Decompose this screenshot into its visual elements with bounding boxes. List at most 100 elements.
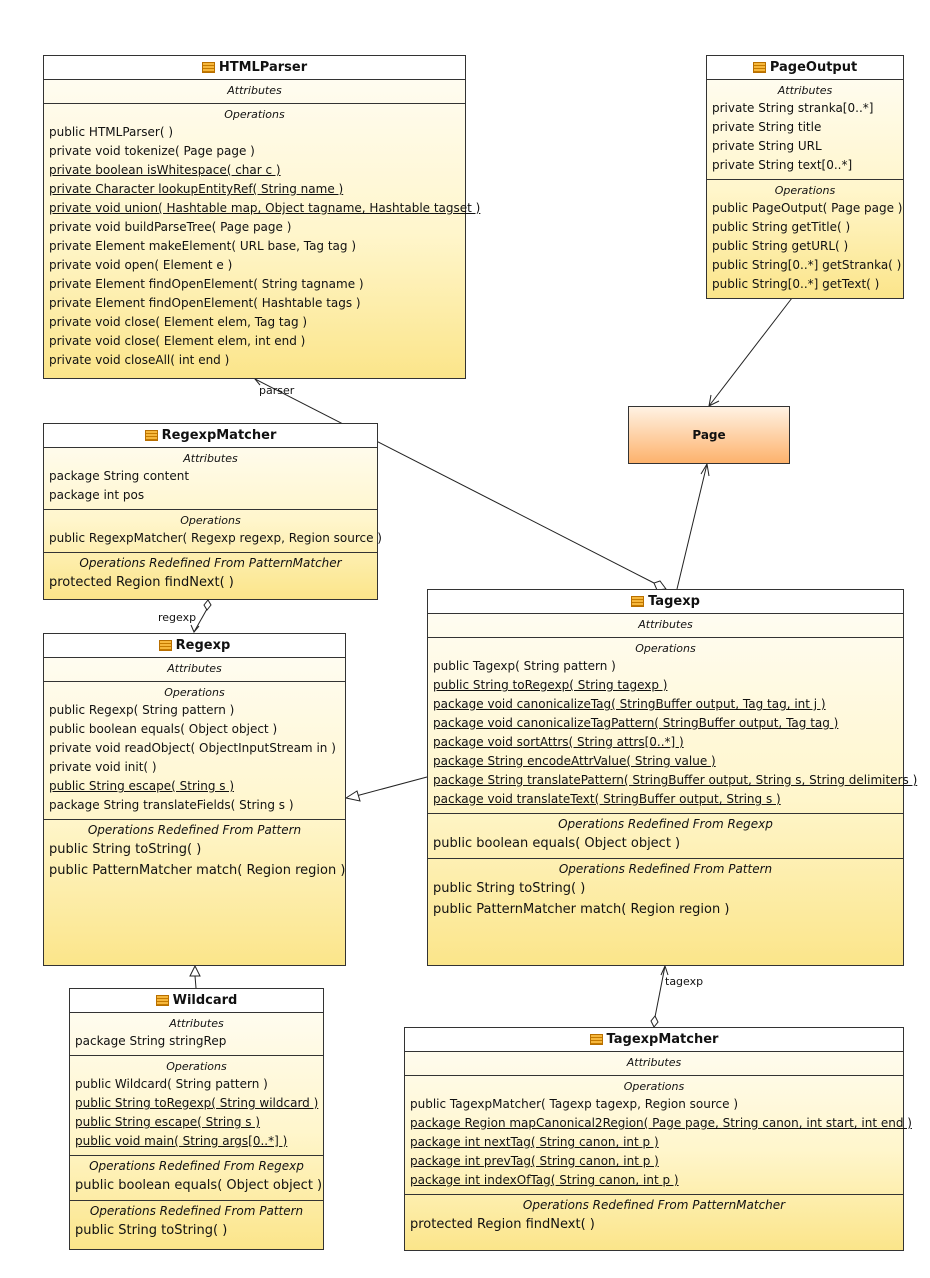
wildcard-regexp-generalization [194, 975, 197, 989]
operation: private void init( ) [49, 760, 157, 774]
section-title: Operations Redefined From PatternMatcher [79, 556, 342, 570]
operation: package void canonicalizeTag( StringBuff… [433, 697, 826, 711]
attribute: package int pos [49, 488, 145, 502]
section-title: Operations [164, 686, 225, 699]
operations-section: Operations public RegexpMatcher( Regexp … [44, 510, 382, 553]
class-pageoutput[interactable]: PageOutput Attributes private String str… [706, 55, 904, 299]
class-name: Wildcard [172, 993, 238, 1008]
class-icon [144, 430, 158, 441]
redefined-from-pattern-section: Operations Redefined From Pattern public… [428, 859, 903, 924]
operation: package String encodeAttrValue( String v… [433, 754, 716, 768]
operation: private void tokenize( Page page ) [49, 144, 255, 158]
class-name: RegexpMatcher [161, 428, 277, 443]
operation: private void buildParseTree( Page page ) [49, 220, 292, 234]
class-icon [631, 596, 645, 607]
operations-section: Operations public TagexpMatcher( Tagexp … [405, 1076, 912, 1195]
operation: public boolean equals( Object object ) [433, 836, 681, 851]
class-name: PageOutput [769, 60, 858, 75]
section-title: Attributes [626, 1056, 682, 1069]
operation: public PageOutput( Page page ) [712, 201, 903, 215]
section-title: Operations Redefined From Pattern [89, 1204, 304, 1218]
attributes-section: Attributes private String stranka[0..*] … [707, 80, 903, 180]
class-page[interactable]: Page [628, 406, 790, 464]
class-header: Tagexp [428, 590, 903, 614]
operation: private void closeAll( int end ) [49, 353, 230, 367]
operation: public boolean equals( Object object ) [49, 722, 278, 736]
class-header: TagexpMatcher [405, 1028, 903, 1052]
operation: protected Region findNext( ) [410, 1217, 595, 1232]
class-htmlparser[interactable]: HTMLParser Attributes Operations public … [43, 55, 481, 379]
redefined-operations-section: Operations Redefined From Pattern public… [44, 820, 345, 885]
class-icon [201, 62, 215, 73]
section-title: Attributes [169, 1017, 224, 1030]
regexpmatcher-regexp-aggregation [193, 608, 208, 633]
attributes-section: Attributes [44, 80, 465, 104]
operation: public String toString( ) [75, 1223, 228, 1238]
attribute: private String URL [712, 139, 822, 153]
operations-section: Operations public Wildcard( String patte… [70, 1056, 323, 1156]
attribute: package String content [49, 469, 190, 483]
class-name: Page [692, 428, 726, 442]
section-title: Operations Redefined From Pattern [558, 862, 773, 876]
tagexpmatcher-tagexp-aggregation [654, 965, 666, 1018]
operation: public Wildcard( String pattern ) [75, 1077, 268, 1091]
operation: private boolean isWhitespace( char c ) [49, 163, 281, 177]
operation: public String[0..*] getText( ) [712, 277, 880, 291]
class-header: RegexpMatcher [44, 424, 377, 448]
attributes-section: Attributes [44, 658, 345, 682]
section-title: Operations [623, 1080, 685, 1093]
section-title: Attributes [638, 618, 693, 631]
operation: public String toRegexp( String wildcard … [75, 1096, 319, 1110]
operation: private void readObject( ObjectInputStre… [49, 741, 336, 755]
section-title: Operations Redefined From Regexp [558, 817, 773, 831]
operation: public String escape( String s ) [75, 1115, 261, 1129]
class-header: Wildcard [70, 989, 323, 1013]
operation: private void union( Hashtable map, Objec… [49, 201, 481, 215]
section-title: Operations [166, 1060, 227, 1073]
operation: package String translateFields( String s… [49, 798, 294, 812]
section-title: Attributes [183, 452, 238, 465]
pageoutput-page-association [708, 297, 793, 407]
operation: package int indexOfTag( String canon, in… [410, 1173, 679, 1187]
redefined-from-regexp-section: Operations Redefined From Regexp public … [428, 814, 903, 859]
section-title: Operations [180, 514, 241, 527]
operations-section: Operations public Regexp( String pattern… [44, 682, 345, 820]
operation: public HTMLParser( ) [49, 125, 174, 139]
operation: private Element findOpenElement( String … [49, 277, 364, 291]
class-tagexpmatcher[interactable]: TagexpMatcher Attributes Operations publ… [404, 1027, 912, 1251]
attribute: private String stranka[0..*] [712, 101, 874, 115]
operation: public String toString( ) [49, 842, 202, 857]
operation: package void sortAttrs( String attrs[0..… [433, 735, 684, 749]
redefined-from-regexp-section: Operations Redefined From Regexp public … [70, 1156, 323, 1201]
class-wildcard[interactable]: Wildcard Attributes package String strin… [69, 988, 324, 1250]
operation: package String translatePattern( StringB… [433, 773, 918, 787]
tagexp-page-association [676, 463, 708, 590]
operation: public String toString( ) [433, 881, 586, 896]
class-tagexp[interactable]: Tagexp Attributes Operations public Tage… [427, 589, 918, 966]
operation: package int nextTag( String canon, int p… [410, 1135, 659, 1149]
operation: protected Region findNext( ) [49, 575, 234, 590]
operation: package void canonicalizeTagPattern( Str… [433, 716, 839, 730]
operation: public Tagexp( String pattern ) [433, 659, 616, 673]
class-regexp[interactable]: Regexp Attributes Operations public Rege… [43, 633, 346, 966]
operation: public String getURL( ) [712, 239, 849, 253]
operation: public boolean equals( Object object ) [75, 1178, 323, 1193]
operation: package Region mapCanonical2Region( Page… [410, 1116, 912, 1130]
attribute: private String title [712, 120, 822, 134]
operation: public Regexp( String pattern ) [49, 703, 235, 717]
section-title: Operations Redefined From Pattern [87, 823, 302, 837]
operations-section: Operations public Tagexp( String pattern… [428, 638, 918, 814]
operation: private Character lookupEntityRef( Strin… [49, 182, 344, 196]
redefined-operations-section: Operations Redefined From PatternMatcher… [405, 1195, 903, 1239]
class-icon [158, 640, 172, 651]
section-title: Attributes [777, 84, 833, 97]
tagexp-regexp-generalization [355, 776, 428, 797]
redefined-operations-section: Operations Redefined From PatternMatcher… [44, 553, 377, 597]
operations-section: Operations public PageOutput( Page page … [707, 180, 903, 298]
class-header: PageOutput [707, 56, 903, 80]
operation: public String escape( String s ) [49, 779, 235, 793]
section-title: Operations Redefined From PatternMatcher [522, 1198, 786, 1212]
class-regexpmatcher[interactable]: RegexpMatcher Attributes package String … [43, 423, 382, 600]
tagexp-htmlparser-aggregation [254, 378, 655, 584]
